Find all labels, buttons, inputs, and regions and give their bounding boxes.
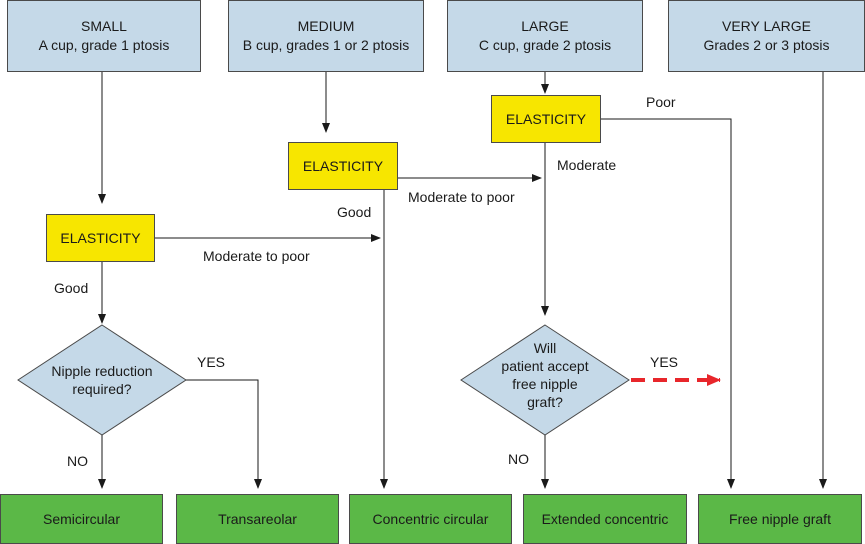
- decision-text-free-nipple-graft: Will patient accept free nipple graft?: [501, 340, 589, 410]
- outcome-label: Transareolar: [218, 510, 297, 527]
- outcome-label: Free nipple graft: [729, 510, 831, 527]
- outcome-label: Extended concentric: [541, 510, 669, 527]
- category-box-very-large: VERY LARGE Grades 2 or 3 ptosis: [668, 0, 865, 72]
- elasticity-label: ELASTICITY: [505, 110, 587, 127]
- edge-label-no-graft: NO: [508, 451, 529, 467]
- edge-label-yes-graft: YES: [650, 354, 679, 370]
- outcome-label: Semicircular: [42, 510, 120, 527]
- category-title: MEDIUM: [297, 18, 355, 34]
- decision-text-nipple-reduction: Nipple reduction required?: [51, 363, 153, 397]
- edge-label-moderate-to-poor-small: Moderate to poor: [203, 248, 310, 264]
- outcome-box-semicircular: Semicircular: [0, 494, 163, 544]
- arrow-large-elasticity-poor: [601, 118, 735, 489]
- elasticity-box-medium: ELASTICITY: [288, 142, 398, 190]
- category-title: LARGE: [521, 18, 569, 34]
- arrow-nipple-decision-yes: [186, 379, 262, 489]
- edge-label-yes-nipple: YES: [197, 354, 226, 370]
- category-box-medium: MEDIUM B cup, grades 1 or 2 ptosis: [228, 0, 424, 72]
- elasticity-label: ELASTICITY: [302, 157, 384, 174]
- category-detail: A cup, grade 1 ptosis: [38, 37, 170, 53]
- outcome-box-extended-concentric: Extended concentric: [523, 494, 687, 544]
- edge-label-poor-large: Poor: [646, 94, 676, 110]
- category-box-large: LARGE C cup, grade 2 ptosis: [447, 0, 643, 72]
- elasticity-box-small: ELASTICITY: [46, 214, 155, 262]
- category-title: SMALL: [81, 18, 127, 34]
- edge-label-good-medium: Good: [337, 204, 372, 220]
- outcome-label: Concentric circular: [372, 510, 489, 527]
- elasticity-label: ELASTICITY: [60, 229, 141, 246]
- outcome-box-free-nipple-graft: Free nipple graft: [698, 494, 862, 544]
- category-box-small: SMALL A cup, grade 1 ptosis: [7, 0, 201, 72]
- edge-label-good-small: Good: [54, 280, 89, 296]
- edge-label-moderate-large: Moderate: [557, 157, 617, 173]
- outcome-box-concentric-circular: Concentric circular: [349, 494, 512, 544]
- edge-label-moderate-to-poor-medium: Moderate to poor: [408, 189, 515, 205]
- outcome-box-transareolar: Transareolar: [176, 494, 339, 544]
- category-detail: C cup, grade 2 ptosis: [478, 37, 612, 53]
- category-detail: Grades 2 or 3 ptosis: [703, 37, 830, 53]
- category-detail: B cup, grades 1 or 2 ptosis: [242, 37, 410, 53]
- elasticity-box-large: ELASTICITY: [491, 95, 601, 143]
- category-title: VERY LARGE: [722, 18, 811, 34]
- edge-label-no-nipple: NO: [67, 453, 88, 469]
